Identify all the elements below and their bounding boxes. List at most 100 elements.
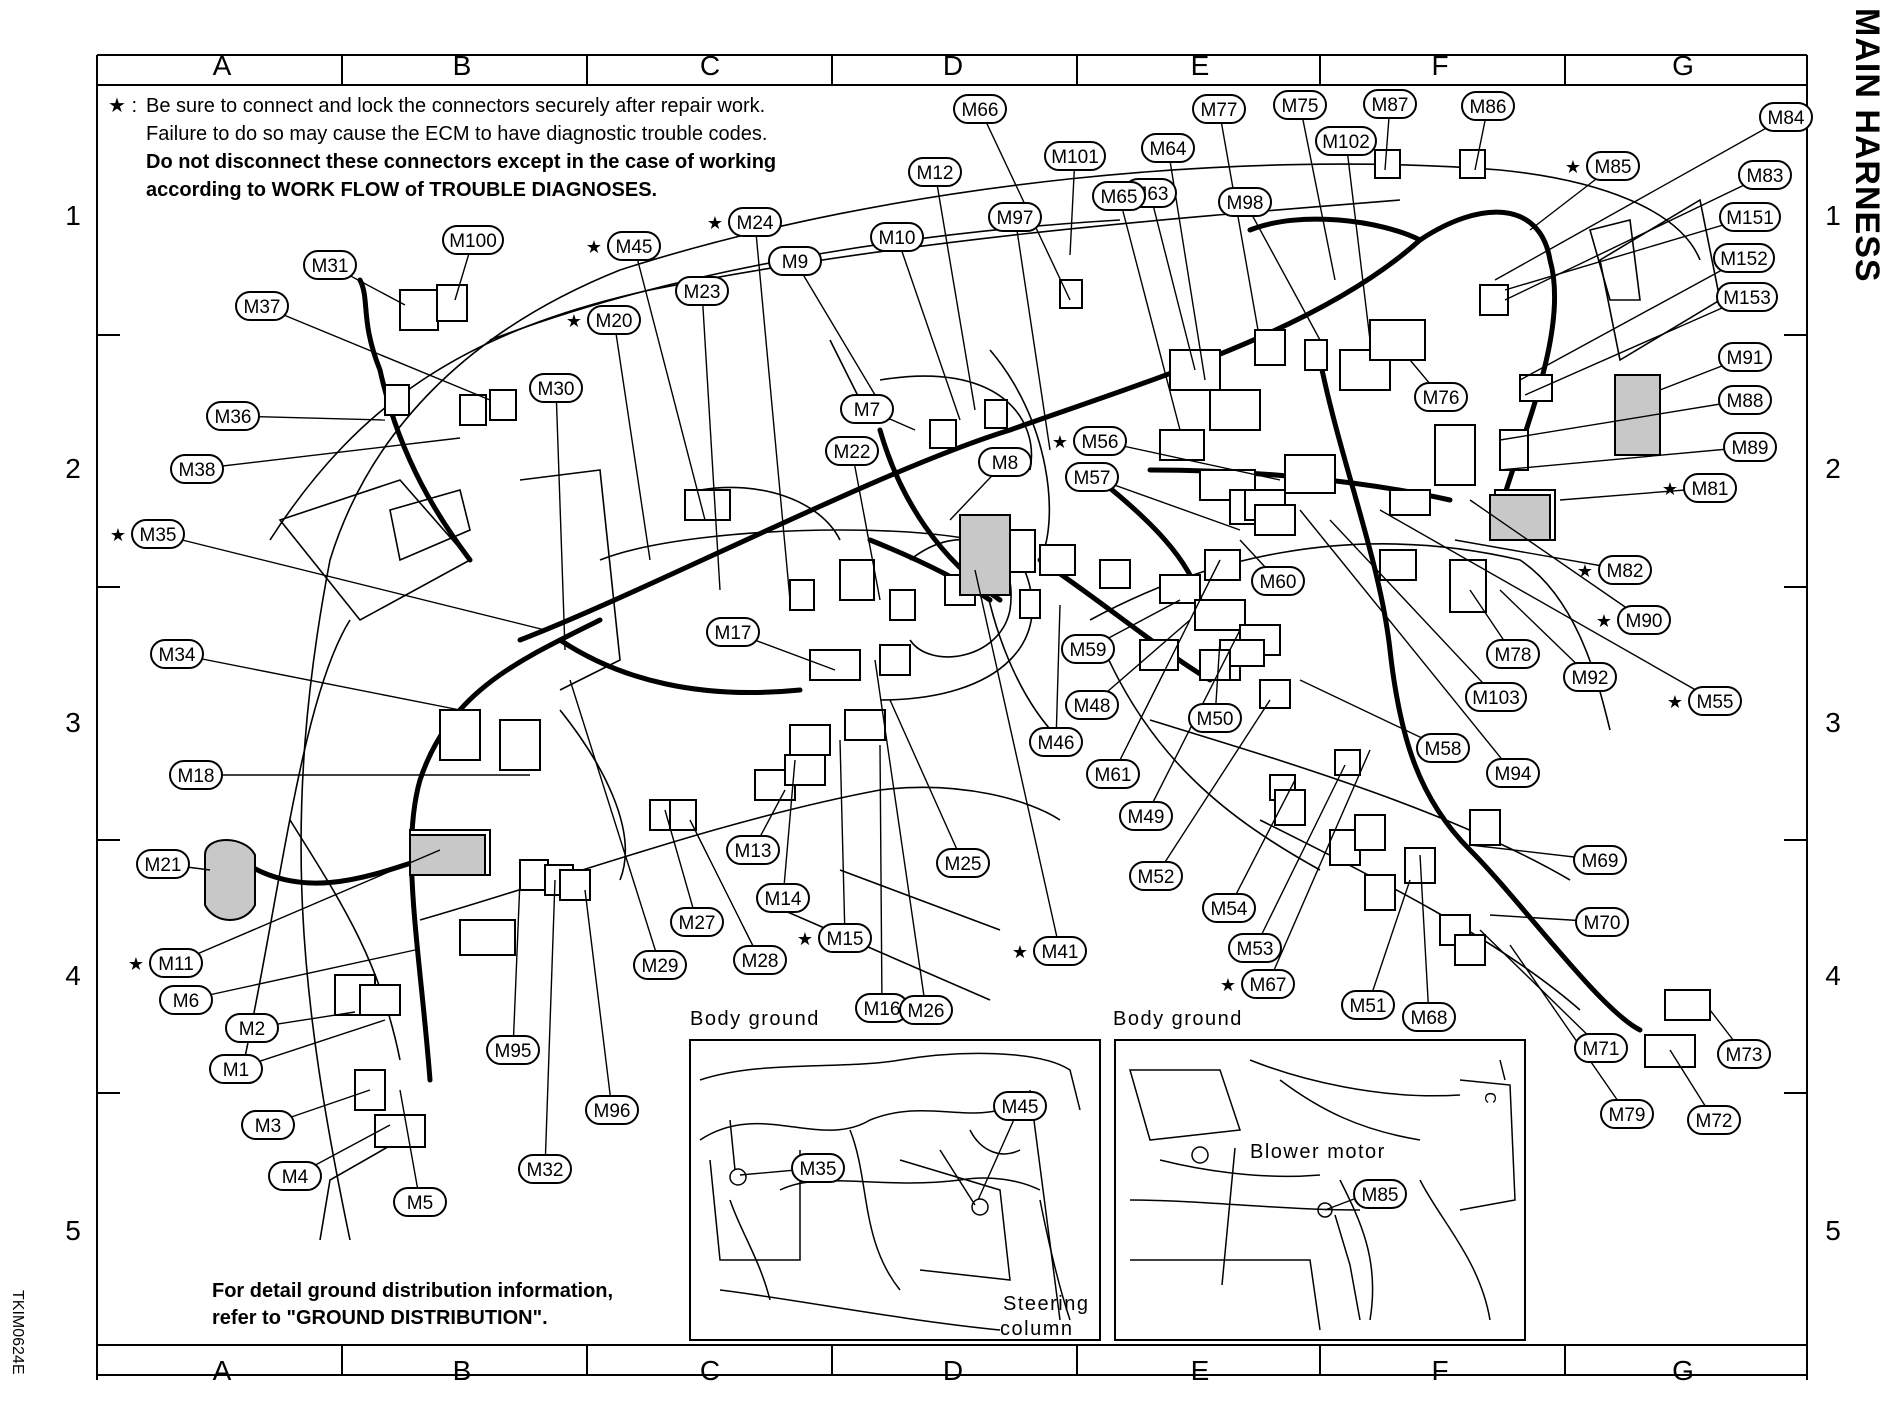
callout-M12[interactable]: M12 [908, 157, 962, 187]
callout-M7[interactable]: M7 [840, 394, 894, 424]
callout-M53[interactable]: M53 [1228, 933, 1282, 963]
callout-M68[interactable]: M68 [1402, 1002, 1456, 1032]
callout-M3[interactable]: M3 [241, 1110, 295, 1140]
callout-M58[interactable]: M58 [1416, 733, 1470, 763]
callout-M17[interactable]: M17 [706, 617, 760, 647]
callout-M88[interactable]: M88 [1718, 385, 1772, 415]
callout-M101[interactable]: M101 [1044, 141, 1106, 171]
callout-M5[interactable]: M5 [393, 1187, 447, 1217]
callout-M67[interactable]: M67★ [1220, 969, 1295, 999]
callout-M91[interactable]: M91 [1718, 342, 1772, 372]
callout-M1[interactable]: M1 [209, 1054, 263, 1084]
callout-M82[interactable]: M82★ [1577, 555, 1652, 585]
callout-M86[interactable]: M86 [1461, 91, 1515, 121]
callout-bubble [936, 848, 990, 878]
callout-M77[interactable]: M77 [1192, 94, 1246, 124]
callout-M56[interactable]: M56★ [1052, 426, 1127, 456]
callout-M78[interactable]: M78 [1486, 639, 1540, 669]
callout-M23[interactable]: M23 [675, 276, 729, 306]
callout-M79[interactable]: M79 [1600, 1099, 1654, 1129]
inset-callout-M35[interactable]: M35 [791, 1153, 845, 1183]
callout-M9[interactable]: M9 [768, 246, 822, 276]
callout-M24[interactable]: M24★ [707, 207, 782, 237]
callout-M54[interactable]: M54 [1202, 893, 1256, 923]
callout-M95[interactable]: M95 [486, 1035, 540, 1065]
callout-M94[interactable]: M94 [1486, 758, 1540, 788]
callout-M37[interactable]: M37 [235, 291, 289, 321]
callout-M45[interactable]: M45★ [586, 231, 661, 261]
inset-callout-M85[interactable]: M85 [1353, 1179, 1407, 1209]
callout-M96[interactable]: M96 [585, 1095, 639, 1125]
callout-M14[interactable]: M14 [756, 883, 810, 913]
callout-M90[interactable]: M90★ [1596, 605, 1671, 635]
callout-M97[interactable]: M97 [988, 202, 1042, 232]
callout-M103[interactable]: M103 [1465, 682, 1527, 712]
callout-M35[interactable]: M35★ [110, 519, 185, 549]
callout-M50[interactable]: M50 [1188, 703, 1242, 733]
callout-M64[interactable]: M64 [1141, 133, 1195, 163]
callout-M25[interactable]: M25 [936, 848, 990, 878]
callout-M31[interactable]: M31 [303, 250, 357, 280]
callout-M26[interactable]: M26 [899, 995, 953, 1025]
callout-M46[interactable]: M46 [1029, 727, 1083, 757]
callout-M20[interactable]: M20★ [566, 305, 641, 335]
callout-M87[interactable]: M87 [1363, 89, 1417, 119]
callout-M102[interactable]: M102 [1315, 126, 1377, 156]
column-label-A: A [213, 1355, 232, 1386]
callout-M8[interactable]: M8 [978, 447, 1032, 477]
callout-M75[interactable]: M75 [1273, 90, 1327, 120]
callout-M22[interactable]: M22 [825, 436, 879, 466]
callout-M48[interactable]: M48 [1065, 690, 1119, 720]
callout-M15[interactable]: M15★ [797, 923, 872, 953]
callout-M69[interactable]: M69 [1573, 845, 1627, 875]
lock-star-icon: ★ [128, 954, 144, 975]
callout-M100[interactable]: M100 [442, 225, 504, 255]
callout-M98[interactable]: M98 [1218, 187, 1272, 217]
callout-M84[interactable]: M84 [1759, 102, 1813, 132]
callout-M60[interactable]: M60 [1251, 566, 1305, 596]
callout-M65[interactable]: M65 [1092, 181, 1146, 211]
callout-M89[interactable]: M89 [1723, 432, 1777, 462]
callout-M83[interactable]: M83 [1738, 160, 1792, 190]
callout-M41[interactable]: M41★ [1012, 936, 1087, 966]
leader-M82 [1454, 539, 1626, 571]
callout-M153[interactable]: M153 [1716, 282, 1778, 312]
callout-bubble [1465, 682, 1527, 712]
callout-M18[interactable]: M18 [169, 760, 223, 790]
callout-M66[interactable]: M66 [953, 94, 1007, 124]
callout-M30[interactable]: M30 [529, 373, 583, 403]
callout-M152[interactable]: M152 [1713, 243, 1775, 273]
callout-M38[interactable]: M38 [170, 454, 224, 484]
callout-M51[interactable]: M51 [1341, 990, 1395, 1020]
callout-M59[interactable]: M59 [1061, 634, 1115, 664]
callout-M29[interactable]: M29 [633, 950, 687, 980]
callout-M2[interactable]: M2 [225, 1013, 279, 1043]
callout-M151[interactable]: M151 [1719, 202, 1781, 232]
callout-M34[interactable]: M34 [150, 639, 204, 669]
inset-callout-M45[interactable]: M45 [993, 1091, 1047, 1121]
callout-M61[interactable]: M61 [1086, 759, 1140, 789]
callout-M6[interactable]: M6 [159, 985, 213, 1015]
callout-M57[interactable]: M57 [1065, 462, 1119, 492]
callout-M73[interactable]: M73 [1717, 1039, 1771, 1069]
callout-M52[interactable]: M52 [1129, 861, 1183, 891]
callout-M55[interactable]: M55★ [1667, 686, 1742, 716]
callout-M71[interactable]: M71 [1574, 1033, 1628, 1063]
callout-M21[interactable]: M21 [136, 849, 190, 879]
callout-M92[interactable]: M92 [1563, 662, 1617, 692]
callout-M70[interactable]: M70 [1575, 907, 1629, 937]
callout-M32[interactable]: M32 [518, 1154, 572, 1184]
callout-M11[interactable]: M11★ [128, 948, 203, 978]
connector-label: M45 [616, 237, 653, 258]
callout-M81[interactable]: M81★ [1662, 473, 1737, 503]
callout-M49[interactable]: M49 [1119, 801, 1173, 831]
callout-M36[interactable]: M36 [206, 401, 260, 431]
callout-M4[interactable]: M4 [268, 1161, 322, 1191]
callout-M27[interactable]: M27 [670, 907, 724, 937]
callout-M72[interactable]: M72 [1687, 1105, 1741, 1135]
callout-M10[interactable]: M10 [870, 222, 924, 252]
callout-M85[interactable]: M85★ [1565, 151, 1640, 181]
callout-M13[interactable]: M13 [726, 835, 780, 865]
callout-M28[interactable]: M28 [733, 945, 787, 975]
callout-M76[interactable]: M76 [1414, 382, 1468, 412]
